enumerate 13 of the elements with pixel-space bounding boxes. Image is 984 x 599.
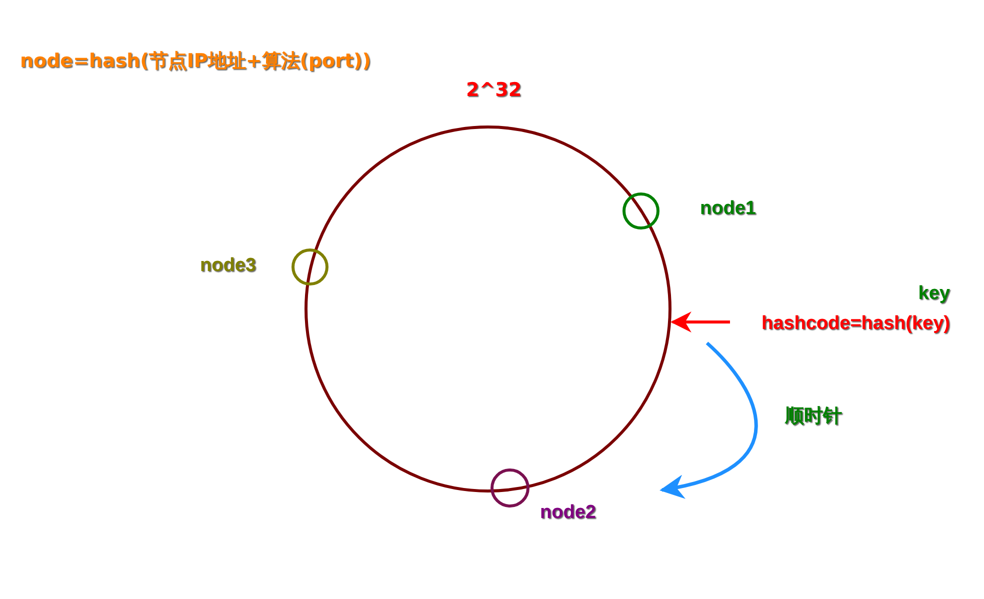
key-label: key — [917, 282, 950, 306]
node-marker-circle — [292, 248, 328, 286]
node-label: node2 — [540, 502, 596, 524]
direction-label: 顺时针 — [785, 404, 842, 429]
node-label: node1 — [700, 198, 756, 220]
node-label: node3 — [200, 255, 256, 277]
hash-ring — [304, 126, 672, 492]
ring-size-label: 2^32 — [466, 79, 522, 101]
arrow — [670, 312, 730, 332]
formula-label: node=hash(节点IP地址+算法(port)) — [20, 49, 371, 74]
node-marker-circle — [490, 468, 530, 508]
hash-formula: hashcode=hash(key) — [760, 312, 950, 336]
node-marker-circle — [622, 192, 660, 230]
